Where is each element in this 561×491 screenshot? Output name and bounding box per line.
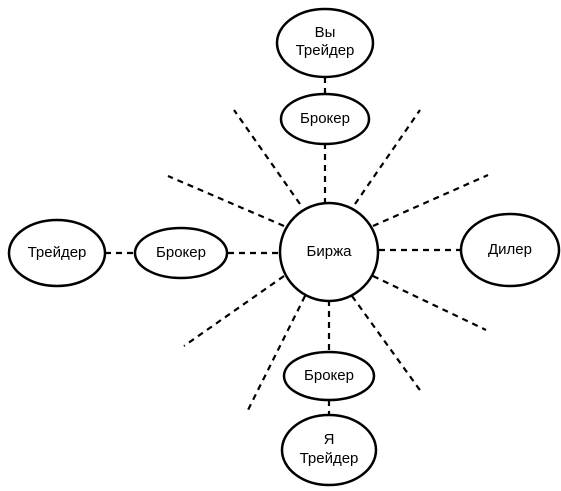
- node-broker-top-label: Брокер: [300, 110, 350, 127]
- spoke-top-left-upper: [233, 109, 301, 205]
- node-broker-top-shape: [279, 92, 371, 146]
- node-broker-left: Брокер: [133, 226, 229, 280]
- node-broker-left-shape: [133, 226, 229, 280]
- node-broker-bottom-label: Брокер: [304, 367, 354, 384]
- node-exchange: Биржа: [278, 201, 380, 303]
- spoke-right-upper: [372, 173, 489, 228]
- node-trader-you-line2: Трейдер: [296, 42, 355, 59]
- node-exchange-shape: [278, 201, 380, 303]
- node-trader-me: Я Трейдер: [280, 413, 378, 487]
- exchange-spokes: [167, 109, 489, 411]
- node-trader-left-shape: [7, 218, 107, 288]
- node-trader-left-label: Трейдер: [28, 244, 87, 261]
- node-trader-me-line1: Я: [324, 431, 335, 448]
- node-exchange-label: Биржа: [307, 243, 353, 260]
- node-trader-you-line1: Вы: [315, 24, 336, 41]
- node-dealer-label: Дилер: [488, 241, 532, 258]
- node-trader-left: Трейдер: [7, 218, 107, 288]
- node-broker-top: Брокер: [279, 92, 371, 146]
- node-connectors: [105, 77, 460, 415]
- node-broker-bottom-shape: [282, 350, 376, 402]
- node-dealer-shape: [459, 212, 561, 288]
- node-broker-bottom: Брокер: [282, 350, 376, 402]
- node-dealer: Дилер: [459, 212, 561, 288]
- spoke-right-lower: [372, 275, 487, 331]
- node-broker-left-label: Брокер: [156, 244, 206, 261]
- node-trader-you: Вы Трейдер: [275, 7, 375, 79]
- spoke-bottom-right-lower: [351, 295, 423, 394]
- node-trader-me-line2: Трейдер: [300, 450, 359, 467]
- spoke-left-lower: [183, 275, 285, 347]
- spoke-left-upper: [167, 174, 285, 228]
- node-trader-you-shape: [275, 7, 375, 79]
- node-trader-me-shape: [280, 413, 378, 487]
- spoke-top-right-upper: [354, 109, 421, 205]
